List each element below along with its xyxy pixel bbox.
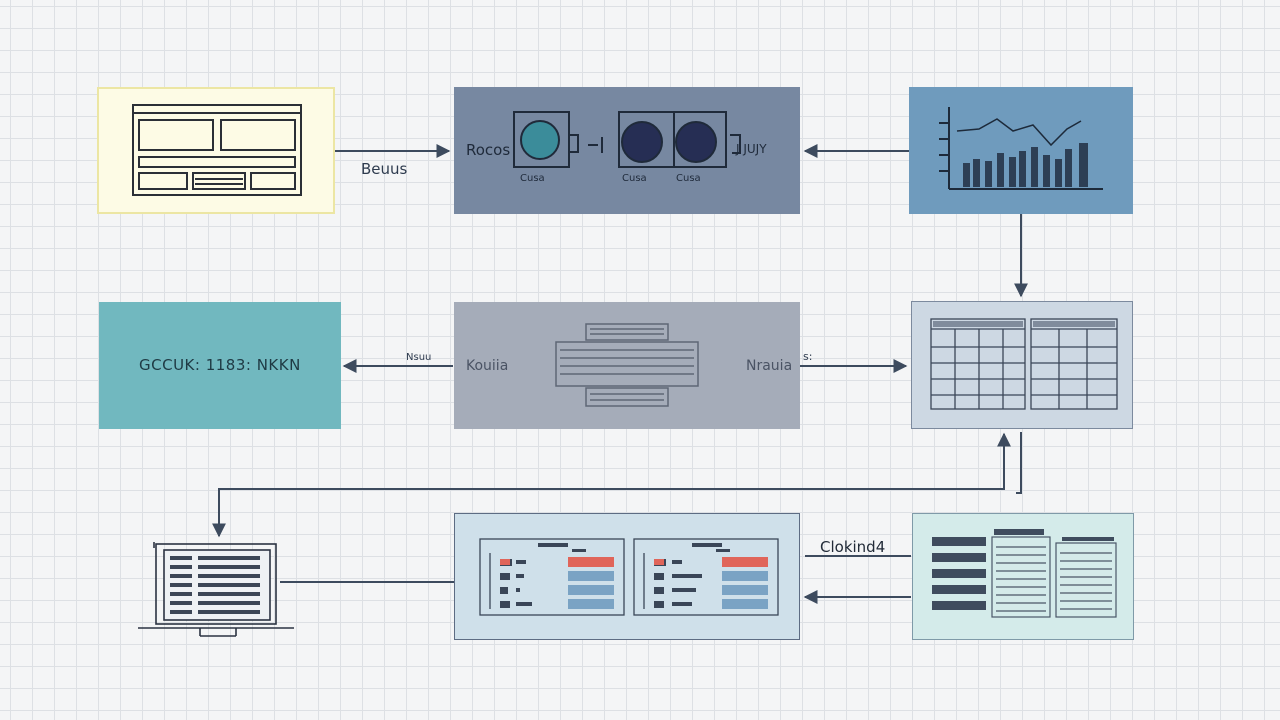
circle-group-icon [513, 111, 741, 168]
node5-right-label: Nrauia [746, 358, 793, 374]
node-list [912, 513, 1134, 640]
node4-text: GCCUK: 1183: NKKN [139, 356, 301, 374]
label-arrow-mid-left: Nsuu [406, 352, 432, 363]
node2-sub-label-3: Cusa [676, 173, 701, 184]
label-arrow-mid-right: s: [803, 350, 813, 363]
node-review: Kouiia Nrauia [454, 302, 800, 429]
node2-sub-label-1: Cusa [520, 173, 545, 184]
arrow-loop-to-laptop [212, 432, 1011, 538]
node2-left-label: Rocos [466, 141, 511, 159]
node-process: Rocos J JUJY Cusa Cusa Cusa [454, 87, 800, 214]
list-icon [932, 529, 1117, 618]
node-laptop [136, 538, 298, 642]
document-icon [555, 323, 699, 407]
node2-right-label: J JUJY [736, 142, 767, 156]
laptop-icon [138, 542, 294, 637]
line-table-drop [1016, 432, 1022, 494]
form-icon [479, 538, 779, 616]
table-icon [930, 318, 1118, 410]
node-chart [909, 87, 1133, 214]
node-wireframe [97, 87, 335, 214]
node-summary: GCCUK: 1183: NKKN [99, 302, 341, 429]
node-table [911, 301, 1133, 429]
label-arrow-top: Beuus [361, 160, 408, 178]
node-form [454, 513, 800, 640]
label-arrow-bottom: Clokind4 [820, 538, 886, 556]
node5-left-label: Kouiia [466, 358, 509, 374]
node2-sub-label-2: Cusa [622, 173, 647, 184]
chart-icon [939, 107, 1103, 190]
wireframe-icon [132, 104, 302, 196]
